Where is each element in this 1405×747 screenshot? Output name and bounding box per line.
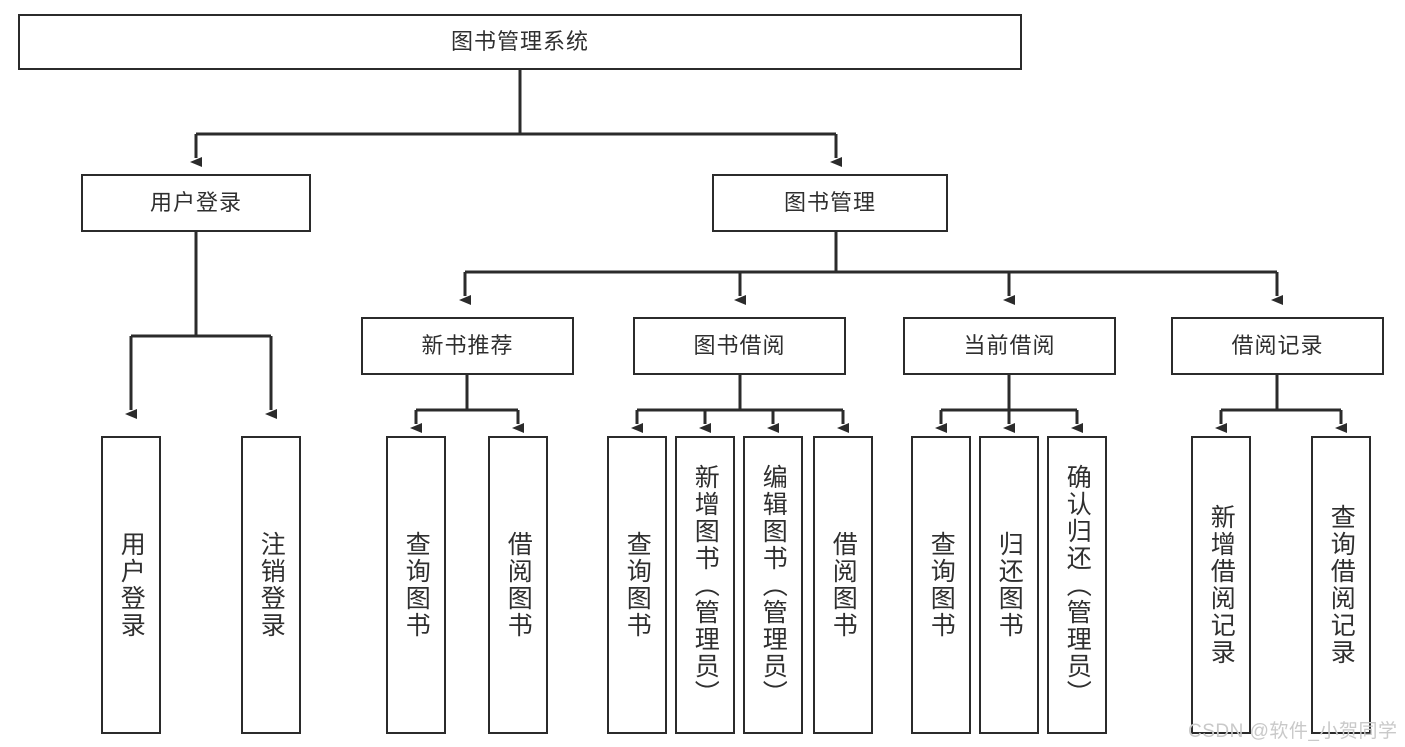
- node-current-borrow[interactable]: 当前借阅: [903, 317, 1116, 375]
- node-leaf-user-login-label: 用户登录: [117, 531, 146, 639]
- node-leaf-add-book-label: 新增图书（管理员）: [691, 463, 720, 707]
- node-leaf-query-book-3[interactable]: 查询图书: [911, 436, 971, 734]
- node-leaf-logout[interactable]: 注销登录: [241, 436, 301, 734]
- node-book-manage-label: 图书管理: [783, 190, 876, 215]
- node-leaf-borrow-book-1-label: 借阅图书: [504, 531, 533, 639]
- node-leaf-borrow-book-2-label: 借阅图书: [829, 531, 858, 639]
- node-leaf-query-book-1[interactable]: 查询图书: [386, 436, 446, 734]
- node-leaf-query-book-2-label: 查询图书: [623, 531, 652, 639]
- node-book-borrow[interactable]: 图书借阅: [633, 317, 846, 375]
- node-leaf-confirm-return-label: 确认归还（管理员）: [1063, 463, 1092, 707]
- node-leaf-return-book-label: 归还图书: [995, 531, 1024, 639]
- node-leaf-query-book-3-label: 查询图书: [927, 531, 956, 639]
- node-leaf-query-record[interactable]: 查询借阅记录: [1311, 436, 1371, 734]
- node-leaf-query-book-1-label: 查询图书: [402, 531, 431, 639]
- node-leaf-return-book[interactable]: 归还图书: [979, 436, 1039, 734]
- node-leaf-query-record-label: 查询借阅记录: [1327, 504, 1356, 666]
- node-leaf-borrow-book-2[interactable]: 借阅图书: [813, 436, 873, 734]
- node-borrow-record[interactable]: 借阅记录: [1171, 317, 1384, 375]
- node-leaf-user-login[interactable]: 用户登录: [101, 436, 161, 734]
- node-current-borrow-label: 当前借阅: [963, 333, 1056, 358]
- node-leaf-edit-book[interactable]: 编辑图书（管理员）: [743, 436, 803, 734]
- node-root-label: 图书管理系统: [450, 29, 589, 54]
- node-book-manage[interactable]: 图书管理: [712, 174, 948, 232]
- node-leaf-add-book[interactable]: 新增图书（管理员）: [675, 436, 735, 734]
- node-leaf-logout-label: 注销登录: [257, 531, 286, 639]
- node-leaf-add-record-label: 新增借阅记录: [1207, 504, 1236, 666]
- node-user-login[interactable]: 用户登录: [81, 174, 311, 232]
- node-new-book-recommend[interactable]: 新书推荐: [361, 317, 574, 375]
- node-user-login-label: 用户登录: [149, 190, 242, 215]
- node-book-borrow-label: 图书借阅: [693, 333, 786, 358]
- node-leaf-query-book-2[interactable]: 查询图书: [607, 436, 667, 734]
- node-leaf-borrow-book-1[interactable]: 借阅图书: [488, 436, 548, 734]
- node-leaf-add-record[interactable]: 新增借阅记录: [1191, 436, 1251, 734]
- node-leaf-edit-book-label: 编辑图书（管理员）: [759, 463, 788, 707]
- node-leaf-confirm-return[interactable]: 确认归还（管理员）: [1047, 436, 1107, 734]
- node-root[interactable]: 图书管理系统: [18, 14, 1022, 70]
- node-borrow-record-label: 借阅记录: [1231, 333, 1324, 358]
- node-new-book-recommend-label: 新书推荐: [421, 333, 514, 358]
- watermark: CSDN @软件_小贺同学: [1188, 721, 1398, 742]
